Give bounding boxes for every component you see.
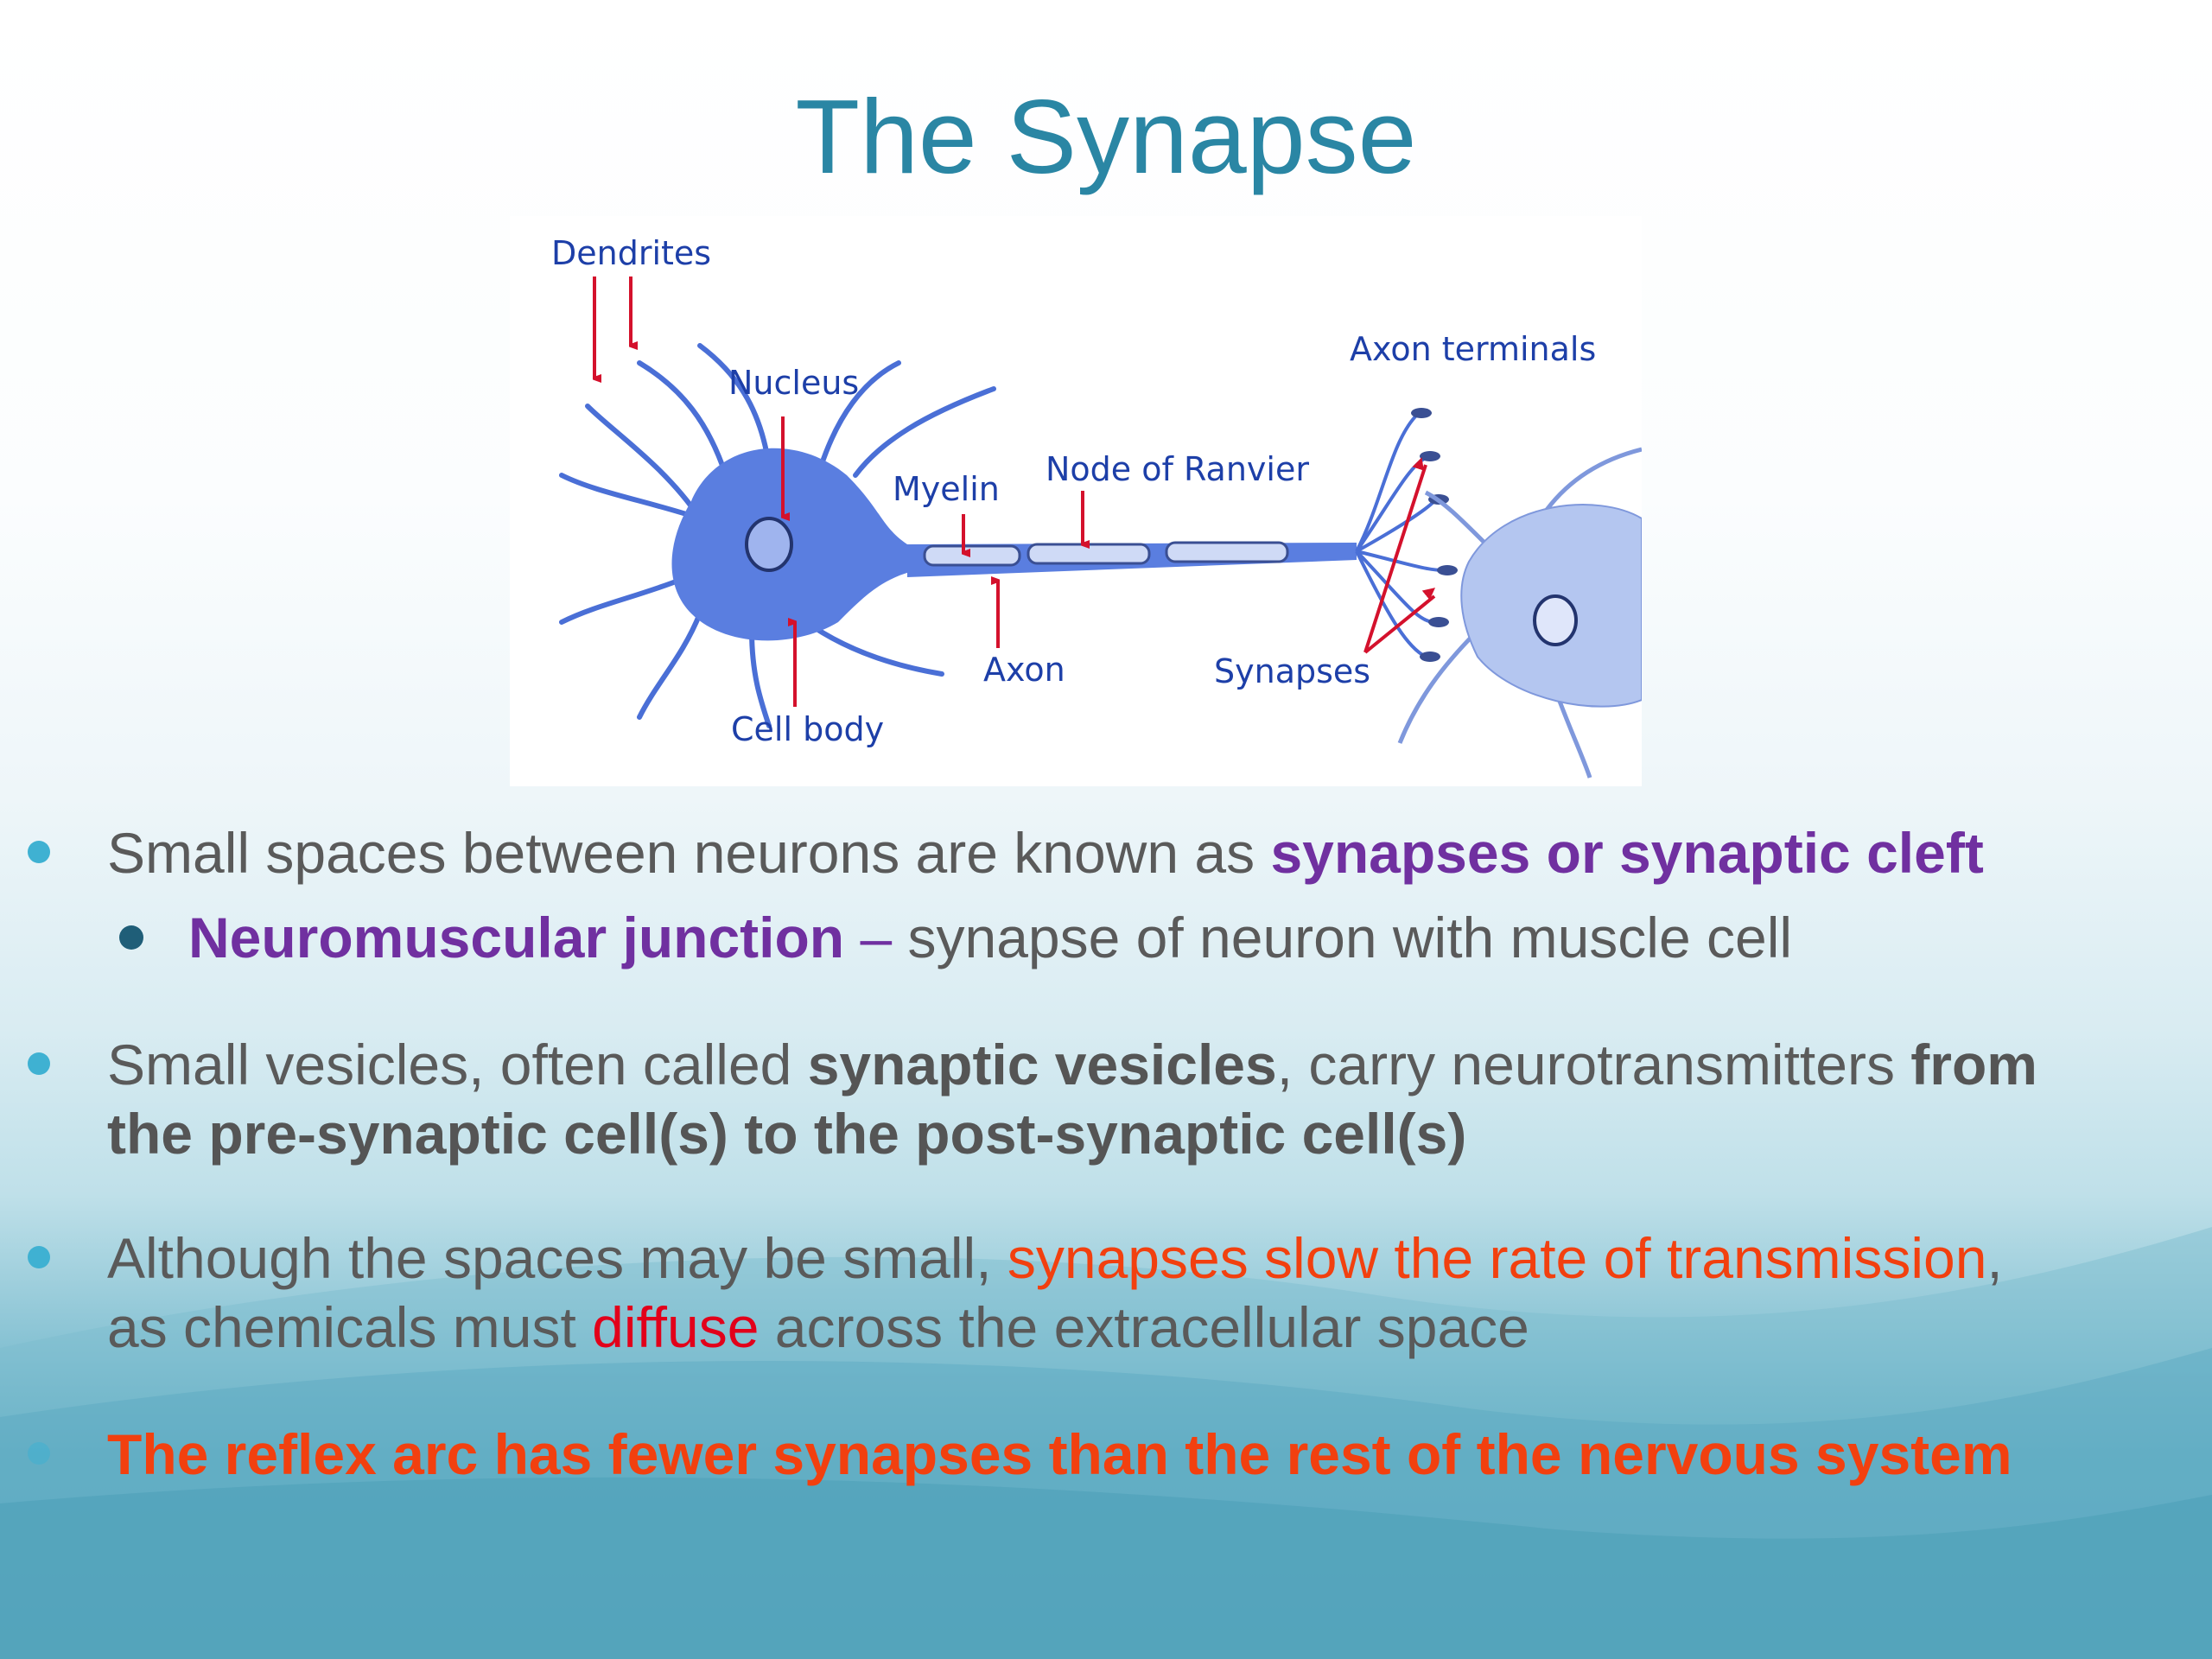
bullet-3-highlight: synapses slow the rate of transmission [1007, 1226, 1987, 1290]
label-myelin: Myelin [893, 470, 1000, 508]
label-arrows [593, 276, 1436, 707]
background-wave [0, 1227, 2212, 1659]
axon-terminal-knobs [1411, 408, 1458, 662]
label-axon-terminals: Axon terminals [1350, 330, 1596, 368]
neuron-diagram-svg: Dendrites Nucleus Myelin Node of Ranvier… [551, 234, 1642, 779]
sub-bullet-dot [119, 925, 143, 950]
bullet-dot [28, 1246, 50, 1268]
label-cell-body: Cell body [731, 710, 884, 748]
bullet-2: Small vesicles, often called synaptic ve… [107, 1030, 2198, 1168]
bullet-3-text: Although the spaces may be small, [107, 1226, 1007, 1290]
bullet-3-line2-text: as chemicals must [107, 1295, 593, 1359]
label-dendrites: Dendrites [551, 234, 711, 272]
bullet-1-text: Small spaces between neurons are known a… [107, 821, 1271, 885]
bullet-3-comma: , [1986, 1226, 2003, 1290]
bullet-dot [28, 1052, 50, 1075]
target-neuron [1397, 447, 1642, 779]
sub-bullet-text: synapse of neuron with muscle cell [907, 906, 1793, 969]
bullet-3-diffuse: diffuse [592, 1295, 760, 1359]
bullet-3: Although the spaces may be small, synaps… [107, 1224, 2198, 1362]
cell-body-shape [671, 448, 916, 641]
slide-title: The Synapse [795, 78, 1417, 195]
label-axon: Axon [983, 651, 1065, 689]
bullet-2-bold-from: from [1910, 1033, 2037, 1096]
bullet-4: The reflex arc has fewer synapses than t… [107, 1420, 2012, 1489]
bullet-4-text: The reflex arc has fewer synapses than t… [107, 1422, 2012, 1486]
bullet-1-sub: Neuromuscular junction – synapse of neur… [188, 903, 1792, 972]
bullet-dot [28, 841, 50, 863]
myelin-sheaths [923, 541, 1289, 567]
sub-bullet-dash: – [844, 906, 908, 969]
bullet-1: Small spaces between neurons are known a… [107, 818, 1984, 887]
sub-bullet-highlight: Neuromuscular junction [188, 906, 845, 969]
label-synapses: Synapses [1214, 652, 1370, 690]
bullet-2-text: Small vesicles, often called [107, 1033, 808, 1096]
bullet-2-bold-line2: the pre-synaptic cell(s) to the post-syn… [107, 1102, 1467, 1166]
bullet-1-highlight: synapses or synaptic cleft [1270, 821, 1984, 885]
label-node-of-ranvier: Node of Ranvier [1046, 450, 1309, 488]
bullet-3-line2-post: across the extracellular space [759, 1295, 1529, 1359]
bullet-dot [28, 1442, 50, 1465]
neuron-diagram: Dendrites Nucleus Myelin Node of Ranvier… [510, 216, 1642, 786]
nucleus-shape [745, 517, 793, 572]
bullet-2-text-mid: , carry neurotransmitters [1276, 1033, 1911, 1096]
label-nucleus: Nucleus [728, 364, 859, 402]
bullet-2-bold-term: synaptic vesicles [807, 1033, 1277, 1096]
